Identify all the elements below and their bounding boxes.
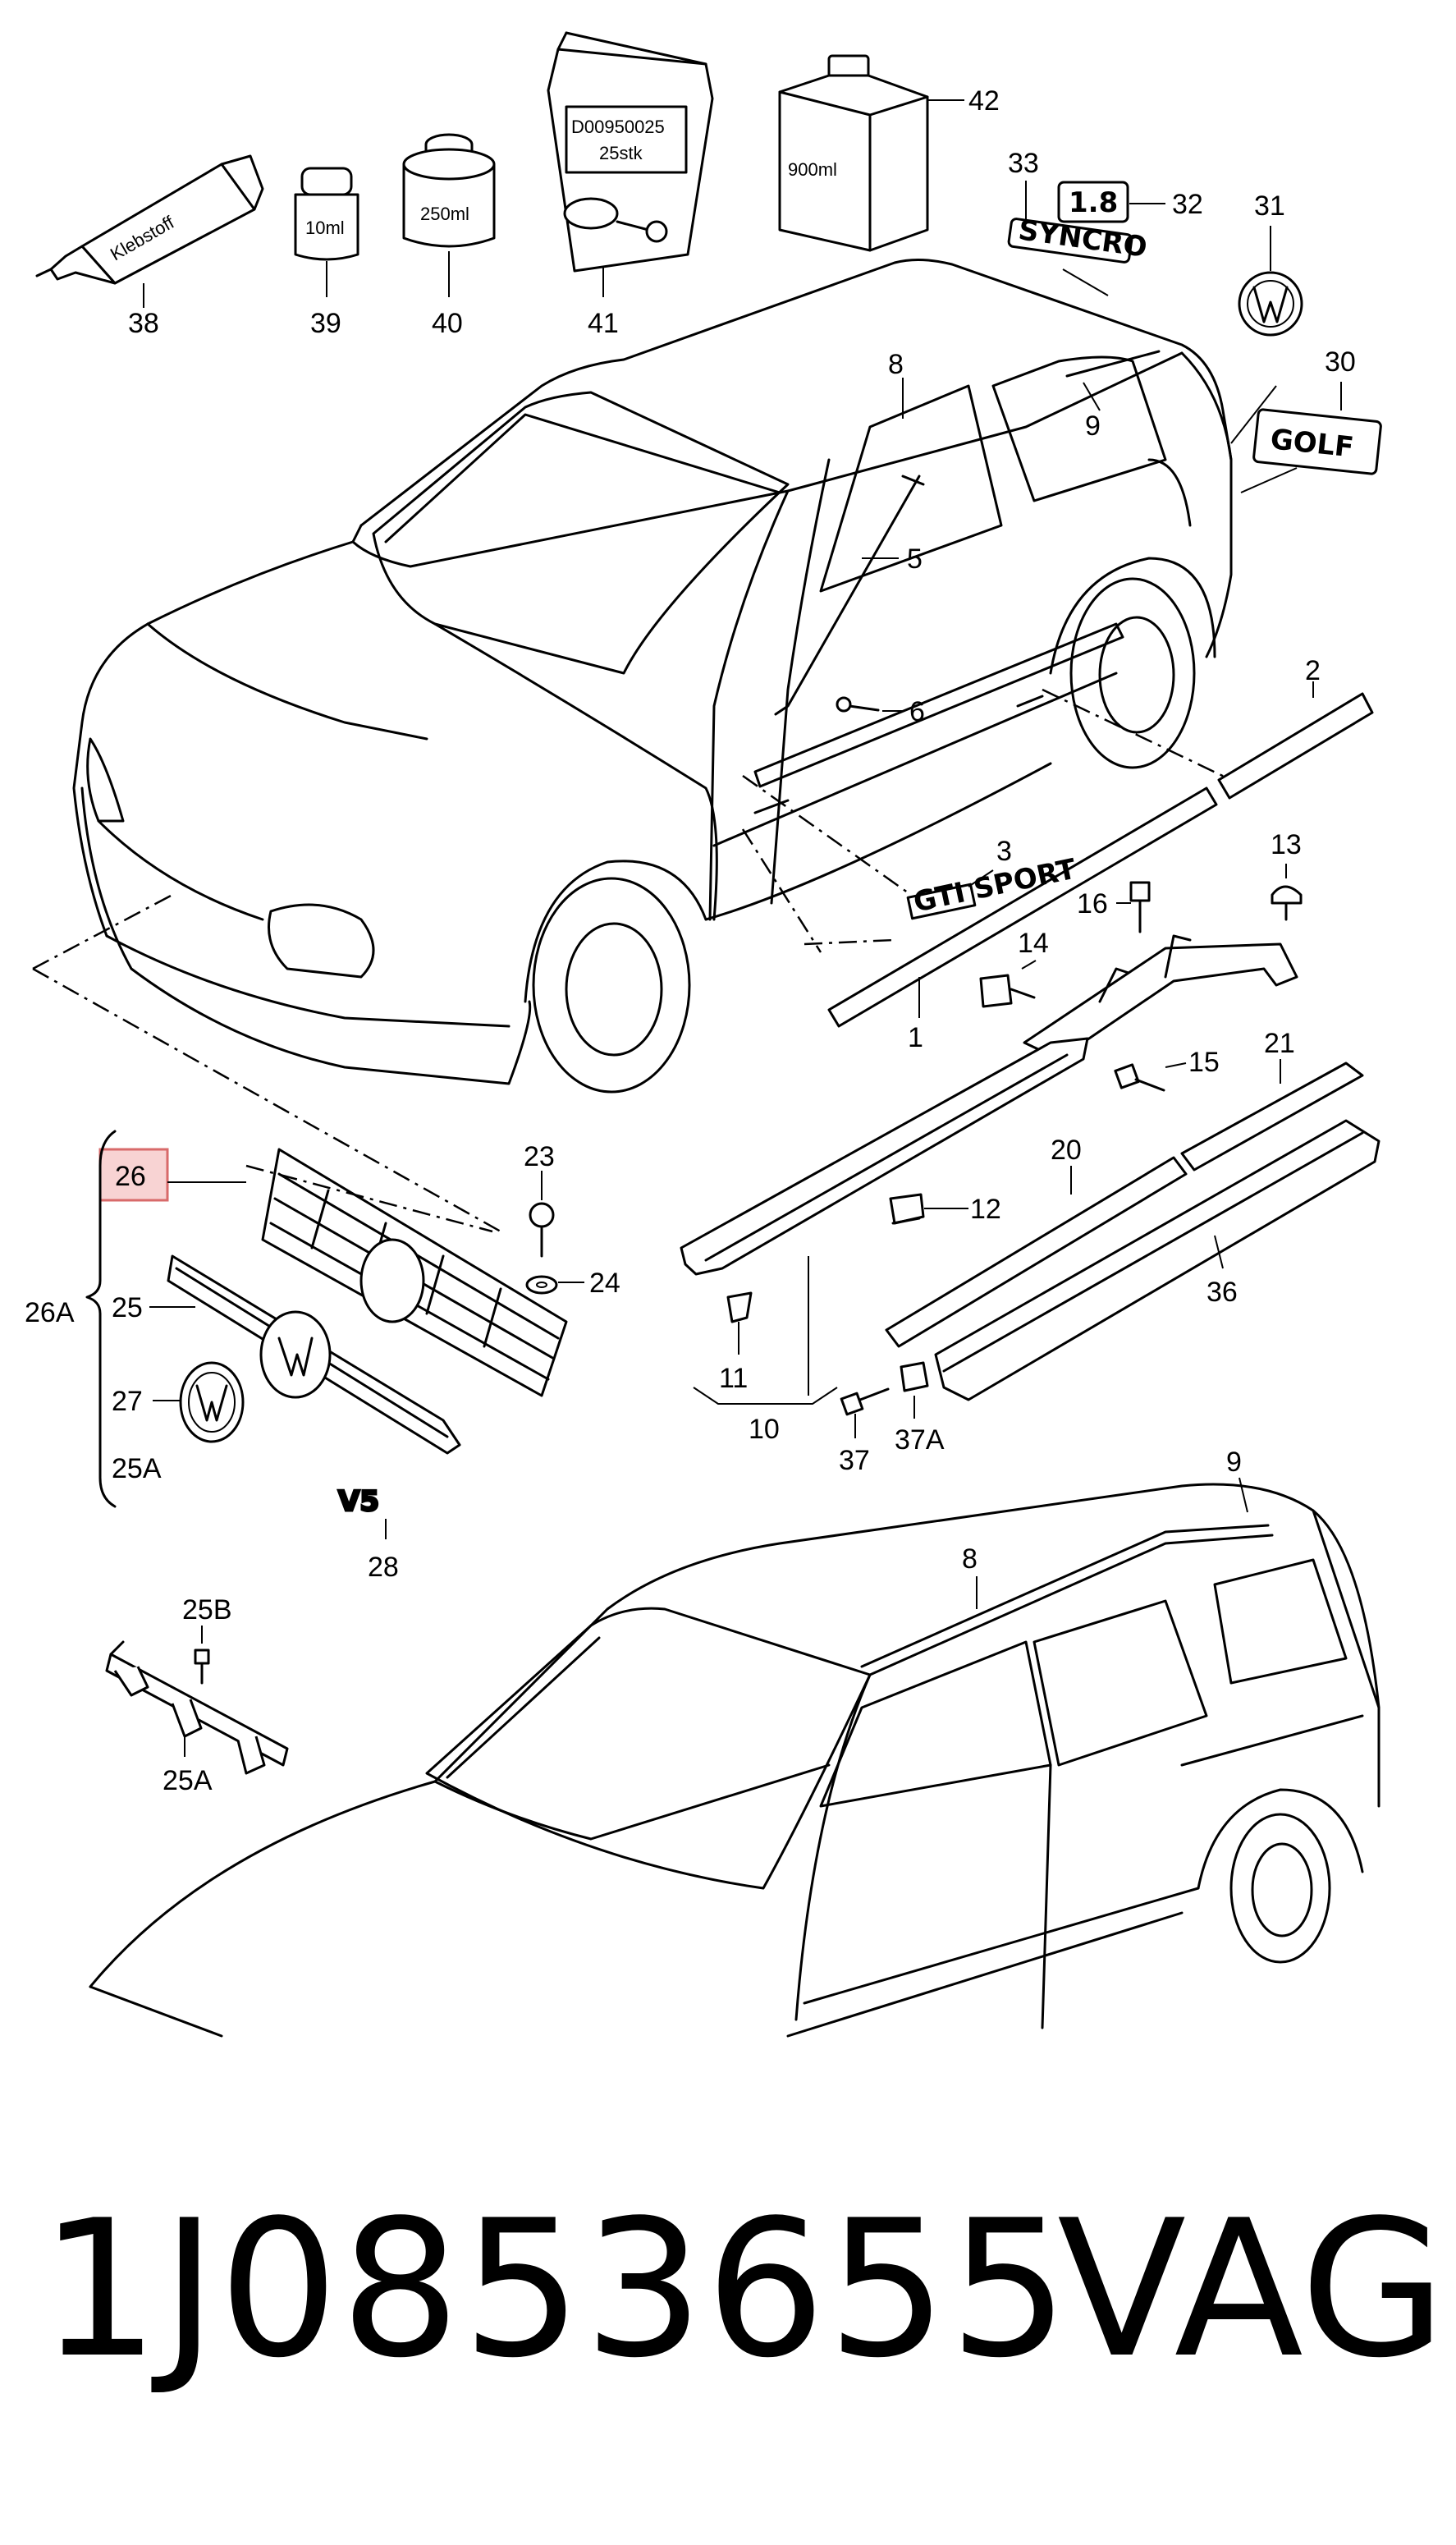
callout-40: 40 — [432, 308, 463, 339]
vw-emblem-front-icon — [179, 1361, 245, 1443]
callout-5: 5 — [907, 543, 923, 575]
callout-26a: 26A — [25, 1297, 75, 1328]
radiator-grille-icon — [261, 1148, 568, 1397]
callout-27: 27 — [112, 1386, 143, 1417]
brand-name: VAG — [1057, 2180, 1447, 2400]
callout-9-estate: 9 — [1226, 1447, 1242, 1478]
callout-37: 37 — [839, 1445, 870, 1476]
can-icon: 250ml — [402, 133, 496, 248]
callout-26-highlight — [98, 1148, 169, 1202]
callout-31: 31 — [1254, 190, 1285, 222]
clip-14-icon — [979, 974, 1036, 1008]
clip-25b-icon — [194, 1649, 210, 1685]
clip-13-icon — [1271, 885, 1303, 921]
callout-24: 24 — [589, 1268, 620, 1299]
callout-25a: 25A — [112, 1453, 162, 1484]
screw-23-icon — [529, 1202, 555, 1258]
callout-15: 15 — [1188, 1047, 1220, 1078]
callout-6: 6 — [909, 696, 925, 727]
callout-10: 10 — [749, 1414, 780, 1445]
callout-26: 26 — [115, 1161, 146, 1192]
clip-12-icon — [889, 1193, 925, 1225]
callout-42: 42 — [968, 85, 1000, 117]
screw-37-icon — [840, 1387, 890, 1416]
parts-bag-icon: D00950025 25stk — [547, 31, 714, 273]
small-bottle-icon: 10ml — [294, 167, 359, 261]
callout-11: 11 — [719, 1363, 748, 1394]
screw-15-icon — [1114, 1063, 1165, 1092]
callout-16: 16 — [1077, 888, 1108, 919]
gti-badge-text: GTI SPORT — [911, 852, 1080, 919]
bag-label-line2: 25stk — [599, 143, 643, 163]
callout-13: 13 — [1271, 829, 1302, 860]
adhesive-tube-icon: Klebstoff — [35, 154, 264, 285]
callout-9: 9 — [1085, 410, 1101, 442]
part-number: 1J0853655 — [39, 2180, 1071, 2400]
sill-bracket-icon — [1023, 934, 1298, 1061]
callout-39: 39 — [310, 308, 341, 339]
callout-36: 36 — [1206, 1277, 1238, 1308]
callout-41: 41 — [588, 308, 619, 339]
v5-badge: V5 — [337, 1484, 381, 1520]
callout-28: 28 — [368, 1552, 399, 1583]
hatchback-car-outline — [72, 258, 1233, 1094]
callout-33: 33 — [1008, 148, 1039, 179]
callout-25a-bottom: 25A — [163, 1765, 213, 1796]
clip-37a-icon — [900, 1361, 929, 1392]
engine-badge-text: 1.8 — [1069, 186, 1118, 219]
callout-32: 32 — [1172, 189, 1203, 220]
can-label: 250ml — [420, 204, 469, 224]
callout-1: 1 — [908, 1022, 923, 1053]
callout-23: 23 — [524, 1141, 555, 1172]
callout-14: 14 — [1018, 928, 1049, 959]
vw-emblem-rear-icon — [1238, 271, 1303, 337]
callout-12: 12 — [970, 1194, 1001, 1225]
bolt-16-icon — [1129, 881, 1151, 933]
bag-label-line1: D00950025 — [571, 117, 665, 137]
callout-25b: 25B — [182, 1594, 232, 1626]
callout-8: 8 — [888, 349, 904, 380]
callout-30: 30 — [1325, 346, 1356, 378]
callout-25: 25 — [112, 1292, 143, 1323]
estate-car-outline — [89, 1483, 1380, 2038]
callout-37a: 37A — [895, 1424, 945, 1456]
callout-8-estate: 8 — [962, 1543, 978, 1575]
callout-3: 3 — [996, 836, 1012, 867]
callout-20: 20 — [1051, 1135, 1082, 1166]
callout-2: 2 — [1305, 655, 1321, 686]
callout-38: 38 — [128, 308, 159, 339]
small-bottle-label: 10ml — [305, 218, 345, 238]
parts-diagram: Klebstoff 38 10ml 39 250ml 40 D00950025 … — [25, 31, 1382, 2038]
v5-badge-text: V5 — [338, 1485, 379, 1518]
canister-label: 900ml — [788, 159, 837, 180]
canister-icon: 900ml — [778, 54, 929, 252]
washer-24-icon — [525, 1275, 558, 1295]
grille-mounting-bracket-icon — [105, 1640, 289, 1775]
gti-sport-badge: GTI SPORT — [906, 852, 1080, 920]
callout-21: 21 — [1264, 1028, 1295, 1059]
engine-badge: 1.8 — [1057, 181, 1129, 223]
golf-badge: GOLF — [1252, 408, 1382, 475]
